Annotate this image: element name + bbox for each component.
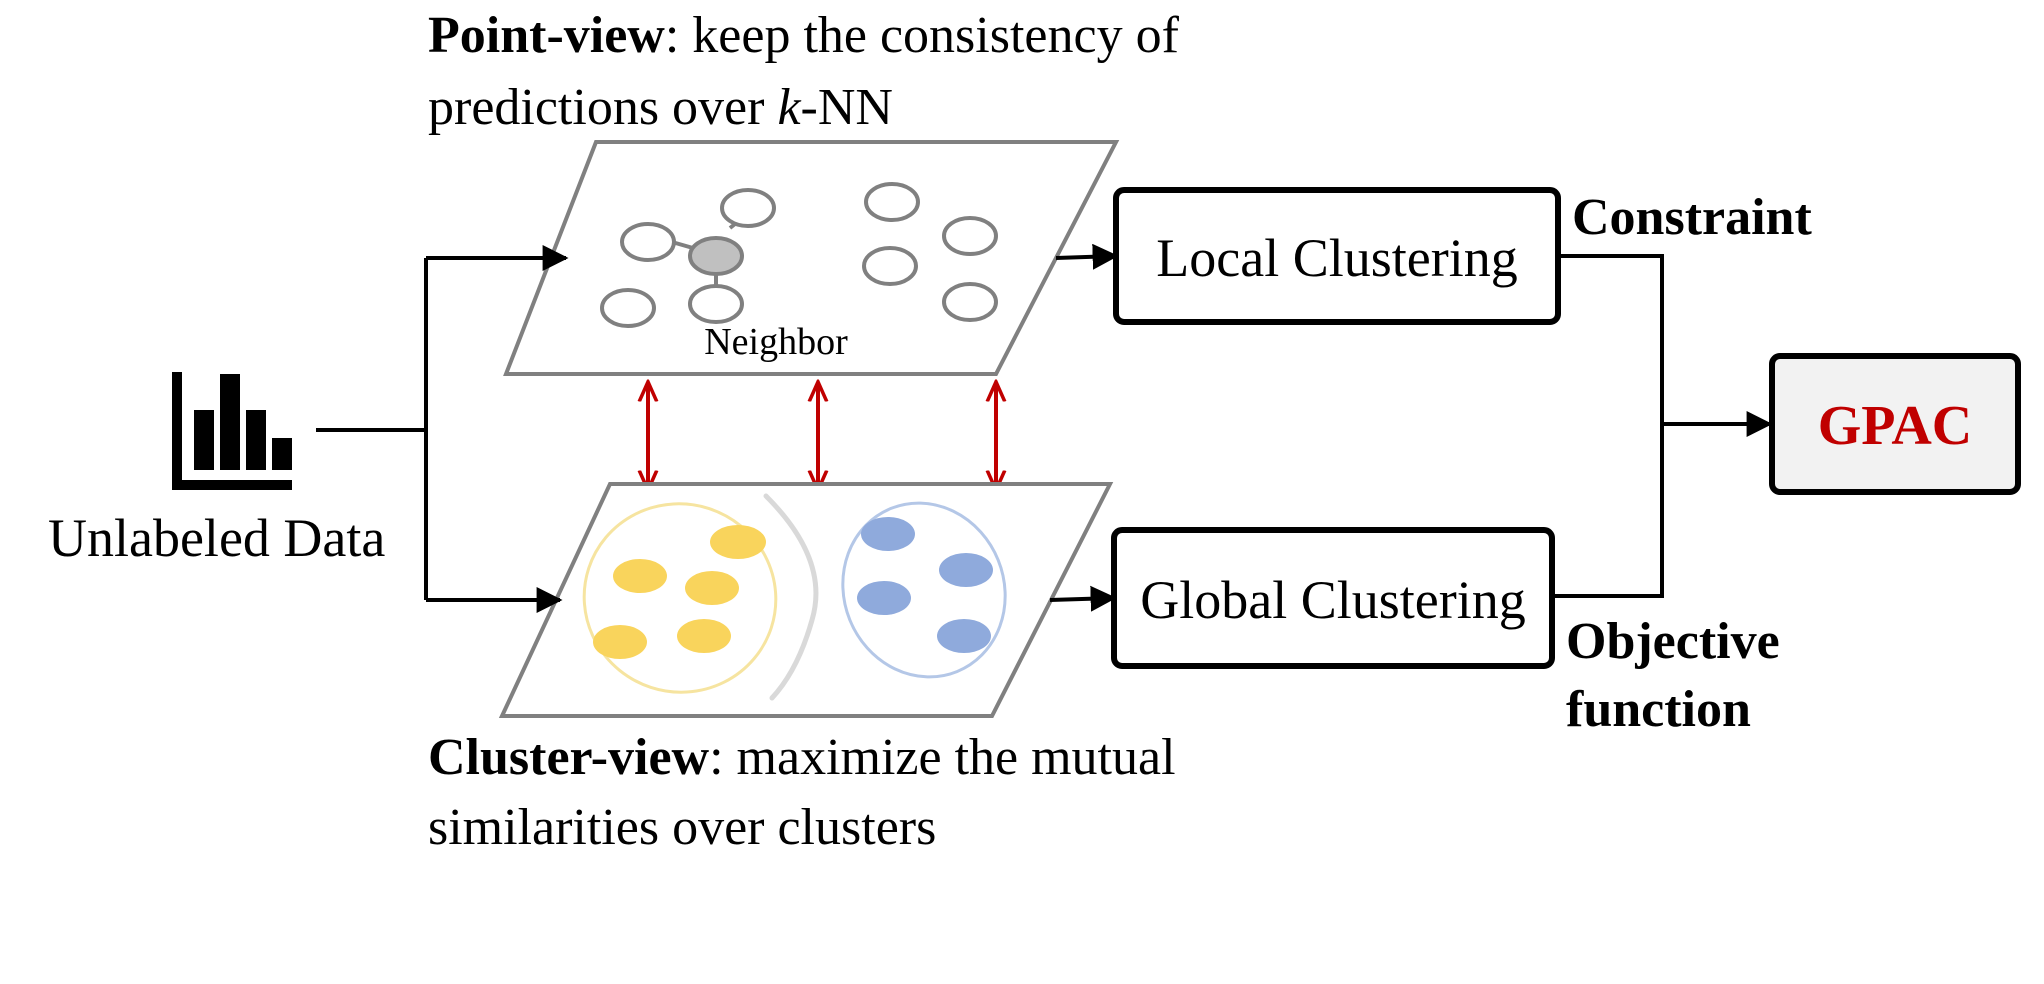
node [942,282,998,322]
global-clustering-label: Global Clustering [1140,570,1525,630]
blue-cluster-outline [841,501,1007,679]
center-node [688,236,744,276]
cluster-view-subtitle: similarities over clusters [428,799,936,856]
cluster-view-title-rest: : maximize the mutual [709,729,1175,786]
cluster-view-title: Cluster-view: maximize the mutual [428,729,1176,786]
point-view-title-bold: Point-view [428,7,665,64]
gpac-label: GPAC [1818,395,1973,457]
node [942,216,998,256]
unlabeled-data-label: Unlabeled Data [48,508,385,568]
point-view-subtitle-pre: predictions over [428,79,777,136]
cluster-view-title-bold: Cluster-view [428,729,710,786]
arrow-to-global-clustering [1049,585,1117,612]
node [720,188,776,228]
yellow-cluster-outline [582,502,778,694]
node [688,284,744,324]
node [600,288,656,328]
cluster-view-plane [498,482,1114,718]
node [862,246,918,286]
input-connectors [316,245,569,613]
bar-chart-icon [172,372,292,490]
point-view-title-rest: : keep the consistency of [665,7,1180,64]
point-view-subtitle: predictions over k-NN [428,79,893,136]
yellow-cluster-points [593,525,766,659]
objective-label: Objective [1566,613,1780,670]
merge-connectors [1552,254,1773,598]
neighbor-label: Neighbor [704,321,848,363]
cluster-divider [763,493,819,701]
constraint-label: Constraint [1572,189,1812,246]
point-view-title: Point-view: keep the consistency of [428,7,1180,64]
point-nodes [600,182,998,328]
plane-to-box-arrows [1049,243,1119,612]
local-clustering-label: Local Clustering [1156,228,1517,288]
gpac-box [1769,353,2021,495]
view-correspondence-arrows [648,384,996,488]
point-view-subtitle-post: -NN [801,79,893,136]
function-label: function [1566,681,1751,738]
node [620,222,676,262]
node [864,182,920,222]
blue-cluster-points [857,517,993,653]
point-view-subtitle-k: k [777,79,801,136]
arrow-to-local-clustering [1055,243,1119,270]
